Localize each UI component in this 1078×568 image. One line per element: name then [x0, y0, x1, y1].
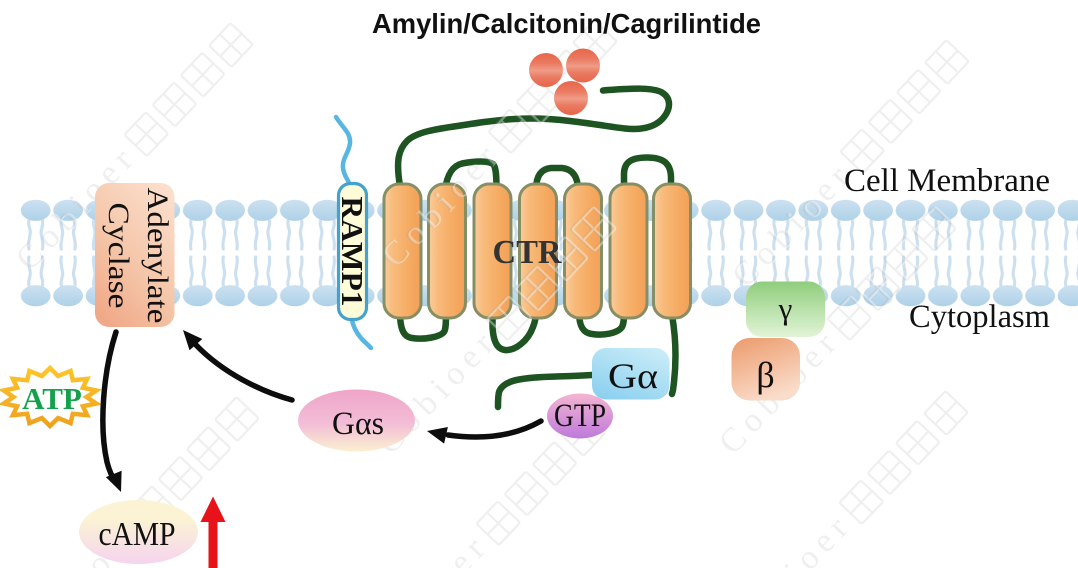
- svg-text:Adenylate: Adenylate: [141, 188, 174, 324]
- svg-text:Cell Membrane: Cell Membrane: [844, 163, 1050, 199]
- svg-text:Amylin/Calcitonin/Cagrilintide: Amylin/Calcitonin/Cagrilintide: [372, 8, 761, 39]
- svg-text:CTR: CTR: [493, 234, 562, 271]
- svg-text:Cyclase: Cyclase: [102, 203, 135, 309]
- svg-text:Gαs: Gαs: [332, 406, 384, 442]
- svg-text:RAMP1: RAMP1: [335, 197, 370, 307]
- svg-text:Cytoplasm: Cytoplasm: [909, 299, 1050, 335]
- svg-text:γ: γ: [778, 291, 793, 326]
- svg-text:Cobioer: Cobioer: [361, 526, 497, 568]
- svg-text:GTP: GTP: [554, 398, 606, 434]
- svg-text:Cobioer: Cobioer: [724, 505, 860, 568]
- svg-text:Gα: Gα: [608, 356, 658, 396]
- svg-text:cAMP: cAMP: [99, 516, 176, 553]
- svg-text:ATP: ATP: [22, 381, 82, 416]
- svg-text:β: β: [756, 355, 774, 395]
